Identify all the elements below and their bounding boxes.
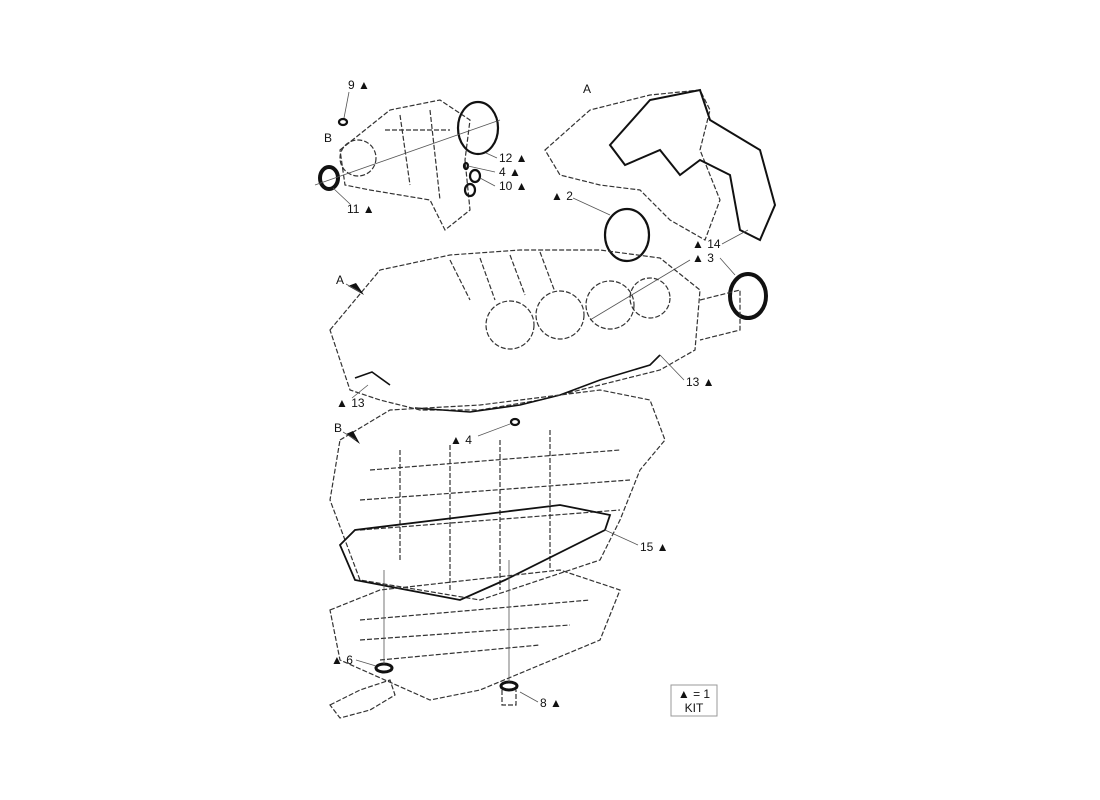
- kit-legend-symbol: ▲ = 1: [678, 687, 711, 701]
- callout-a-block: A: [336, 273, 344, 287]
- oil-seal-11: [318, 165, 340, 191]
- callout-10: 10 ▲: [499, 179, 528, 193]
- kit-legend: ▲ = 1 KIT: [670, 684, 718, 717]
- callout-6: ▲ 6: [331, 653, 353, 667]
- gasket-15: [338, 504, 612, 601]
- gasket-13-right: [414, 354, 661, 413]
- pump-housing-b: [339, 99, 471, 231]
- seal-ring-2: [603, 207, 651, 263]
- kit-legend-label: KIT: [685, 701, 704, 715]
- callout-11: 11 ▲: [347, 202, 375, 216]
- oil-pickup: [329, 679, 396, 719]
- callout-15: 15 ▲: [640, 540, 669, 554]
- callout-3: ▲ 3: [692, 251, 714, 265]
- crankcase: [329, 389, 666, 601]
- gasket-13-left: [354, 371, 391, 386]
- callout-2: ▲ 2: [551, 189, 573, 203]
- callout-12: 12 ▲: [499, 151, 528, 165]
- arrow-b-icon: [346, 431, 360, 444]
- callout-13-right: 13 ▲: [686, 375, 715, 389]
- callout-4-top: 4 ▲: [499, 165, 521, 179]
- oil-pan: [329, 569, 621, 701]
- seal-6: [374, 662, 394, 674]
- callout-a-top: A: [583, 82, 591, 96]
- callout-13-left: ▲ 13: [336, 396, 365, 410]
- arrow-a-icon: [348, 283, 364, 295]
- oil-seal-3: [728, 272, 768, 320]
- callout-9: 9 ▲: [348, 78, 370, 92]
- callout-b-block: B: [334, 421, 342, 435]
- callout-14: ▲ 14: [692, 237, 721, 251]
- seal-8: [499, 680, 519, 692]
- engine-block: [329, 249, 741, 411]
- callout-b-top: B: [324, 131, 332, 145]
- o-ring-9: [337, 117, 349, 127]
- o-ring-10a: [468, 168, 482, 184]
- callout-4-block: ▲ 4: [450, 433, 472, 447]
- seal-ring-12: [456, 100, 500, 156]
- timing-cover-a: [544, 88, 777, 242]
- o-ring-10b: [463, 182, 477, 198]
- callout-8: 8 ▲: [540, 696, 562, 710]
- o-ring-4-block: [509, 417, 521, 427]
